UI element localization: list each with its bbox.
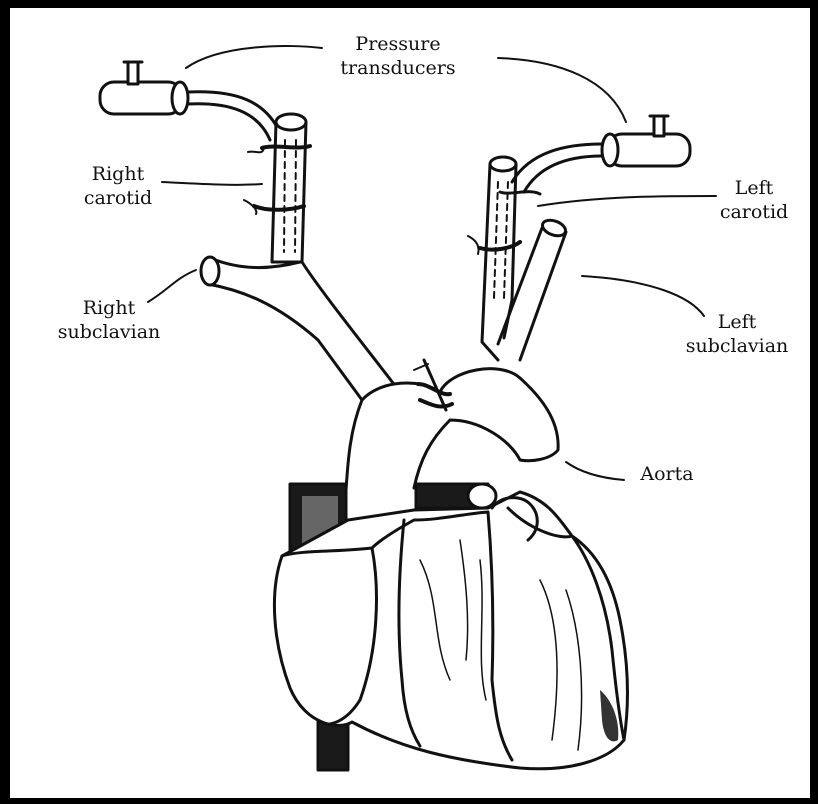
label-right-subclavian: Right subclavian (44, 296, 174, 344)
label-right-carotid: Right carotid (74, 162, 162, 210)
label-left-carotid: Left carotid (710, 176, 798, 224)
right-transducer-tube (188, 92, 282, 138)
label-aorta: Aorta (622, 462, 712, 486)
leader-aorta (566, 462, 624, 480)
right-carotid-vessel (244, 114, 310, 262)
label-left-subclavian: Left subclavian (672, 310, 802, 358)
leader-right-carotid (162, 182, 262, 185)
leader-left-carotid (538, 196, 716, 206)
leader-pressure-left (186, 46, 322, 68)
right-subclavian-vessel (201, 257, 400, 400)
leader-pressure-right (498, 58, 626, 122)
right-pressure-transducer (100, 62, 188, 114)
aortic-arch (346, 360, 558, 490)
diagram-frame: Pressure transducers Right carotid Left … (10, 8, 810, 798)
left-pressure-transducer (602, 116, 690, 166)
left-subclavian-vessel (498, 217, 568, 360)
heart-vessel-diagram (10, 8, 810, 798)
label-pressure-transducers: Pressure transducers (328, 32, 468, 80)
